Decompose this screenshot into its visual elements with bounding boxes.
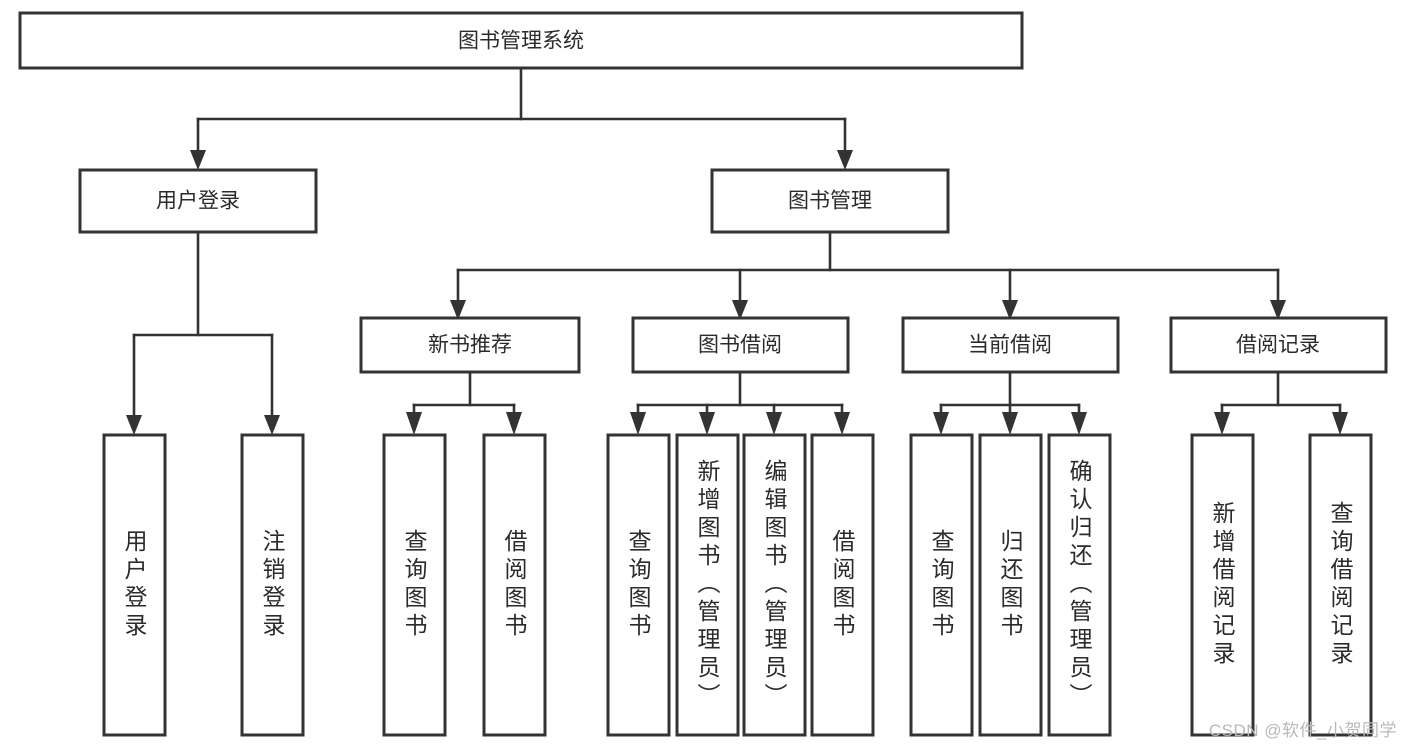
leaf-current-borrow-query-box: [909, 433, 974, 737]
node-borrow-record-box: [1169, 316, 1388, 374]
node-book-borrow-label: 图书借阅: [698, 334, 782, 357]
leaf-current-borrow-query-label: 查询图书: [928, 529, 955, 641]
arrow-to-current-borrow: [1002, 300, 1018, 320]
arrow-book-borrow-leaf-1: [630, 412, 646, 435]
arrow-to-borrow-record: [1270, 300, 1286, 320]
node-new-book-recommend-label: 新书推荐: [428, 334, 512, 357]
leaf-borrow-record-add-box: [1190, 433, 1255, 737]
leaf-borrow-record-add-label: 新增借阅记录: [1209, 501, 1236, 669]
arrow-borrow-record-leaf-2: [1332, 412, 1348, 435]
leaf-borrow-record-query[interactable]: 查询借阅记录: [1308, 433, 1373, 737]
leaf-new-book-borrow-box: [482, 433, 547, 737]
node-borrow-record-label: 借阅记录: [1236, 334, 1320, 357]
arrow-to-new-book-recommend: [450, 300, 466, 320]
node-new-book-recommend-box: [359, 316, 581, 374]
leaf-book-borrow-edit-box: [742, 433, 807, 737]
leaf-user-login-logout[interactable]: 注销登录: [240, 433, 305, 737]
node-current-borrow-box: [901, 316, 1120, 374]
node-user-login-box: [78, 168, 318, 234]
node-book-management-label: 图书管理: [788, 190, 872, 213]
arrow-to-book-mgmt: [837, 150, 853, 170]
leaf-current-borrow-return[interactable]: 归还图书: [978, 433, 1043, 737]
arrow-new-book-leaf-2: [506, 412, 522, 435]
leaf-current-borrow-return-label: 归还图书: [997, 529, 1024, 641]
arrow-to-book-borrow: [732, 300, 748, 320]
arrow-to-user-login: [190, 150, 206, 170]
node-book-management[interactable]: 图书管理: [710, 168, 950, 234]
leaf-current-borrow-confirm-box: [1047, 433, 1112, 737]
arrow-book-borrow-leaf-2: [699, 412, 715, 435]
leaf-new-book-borrow-label: 借阅图书: [501, 529, 528, 641]
connector-layer: [126, 66, 1348, 435]
node-new-book-recommend[interactable]: 新书推荐: [359, 316, 581, 374]
leaf-user-login-logout-label: 注销登录: [259, 529, 286, 641]
node-user-login-label: 用户登录: [156, 190, 240, 213]
arrow-current-borrow-leaf-1: [933, 412, 949, 435]
leaf-book-borrow-query-box: [606, 433, 671, 737]
leaf-book-borrow-add[interactable]: 新增图书（管理员）: [675, 433, 740, 737]
leaf-book-borrow-edit[interactable]: 编辑图书（管理员）: [742, 433, 807, 737]
node-current-borrow-label: 当前借阅: [968, 334, 1052, 357]
leaf-book-borrow-query[interactable]: 查询图书: [606, 433, 671, 737]
arrow-user-login-leaf-1: [126, 415, 142, 435]
node-book-borrow[interactable]: 图书借阅: [631, 316, 850, 374]
arrow-user-login-leaf-2: [264, 415, 280, 435]
arrow-current-borrow-leaf-2: [1002, 412, 1018, 435]
leaf-user-login-login[interactable]: 用户登录: [102, 433, 167, 737]
leaf-borrow-record-query-box: [1308, 433, 1373, 737]
leaf-current-borrow-query[interactable]: 查询图书: [909, 433, 974, 737]
arrow-borrow-record-leaf-1: [1214, 412, 1230, 435]
leaf-user-login-login-box: [102, 433, 167, 737]
leaf-new-book-query[interactable]: 查询图书: [382, 433, 447, 737]
node-current-borrow[interactable]: 当前借阅: [901, 316, 1120, 374]
leaf-new-book-query-label: 查询图书: [401, 529, 428, 641]
arrow-new-book-leaf-1: [406, 412, 422, 435]
node-book-management-box: [710, 168, 950, 234]
leaf-user-login-logout-box: [240, 433, 305, 737]
arrow-current-borrow-leaf-3: [1071, 412, 1087, 435]
leaf-new-book-borrow[interactable]: 借阅图书: [482, 433, 547, 737]
csdn-watermark: CSDN @软件_小贺同学: [1208, 721, 1397, 740]
arrow-book-borrow-leaf-3: [766, 412, 782, 435]
leaf-book-borrow-borrow[interactable]: 借阅图书: [810, 433, 875, 737]
node-root-book-management-system[interactable]: 图书管理系统: [18, 11, 1024, 70]
node-borrow-record[interactable]: 借阅记录: [1169, 316, 1388, 374]
leaf-borrow-record-add[interactable]: 新增借阅记录: [1190, 433, 1255, 737]
leaf-book-borrow-borrow-label: 借阅图书: [829, 529, 856, 641]
leaf-new-book-query-box: [382, 433, 447, 737]
leaf-book-borrow-add-box: [675, 433, 740, 737]
leaf-book-borrow-add-label: 新增图书（管理员）: [694, 459, 721, 711]
leaf-borrow-record-query-label: 查询借阅记录: [1327, 501, 1354, 669]
leaf-current-borrow-confirm-label: 确认归还（管理员）: [1066, 459, 1093, 711]
node-book-borrow-box: [631, 316, 850, 374]
leaf-book-borrow-borrow-box: [810, 433, 875, 737]
node-root-label: 图书管理系统: [458, 30, 584, 53]
leaf-user-login-login-label: 用户登录: [121, 529, 148, 641]
leaf-book-borrow-query-label: 查询图书: [625, 529, 652, 641]
node-root-box: [18, 11, 1024, 70]
leaf-current-borrow-confirm[interactable]: 确认归还（管理员）: [1047, 433, 1112, 737]
arrow-book-borrow-leaf-4: [834, 412, 850, 435]
leaf-current-borrow-return-box: [978, 433, 1043, 737]
node-user-login[interactable]: 用户登录: [78, 168, 318, 234]
leaf-book-borrow-edit-label: 编辑图书（管理员）: [761, 459, 788, 711]
